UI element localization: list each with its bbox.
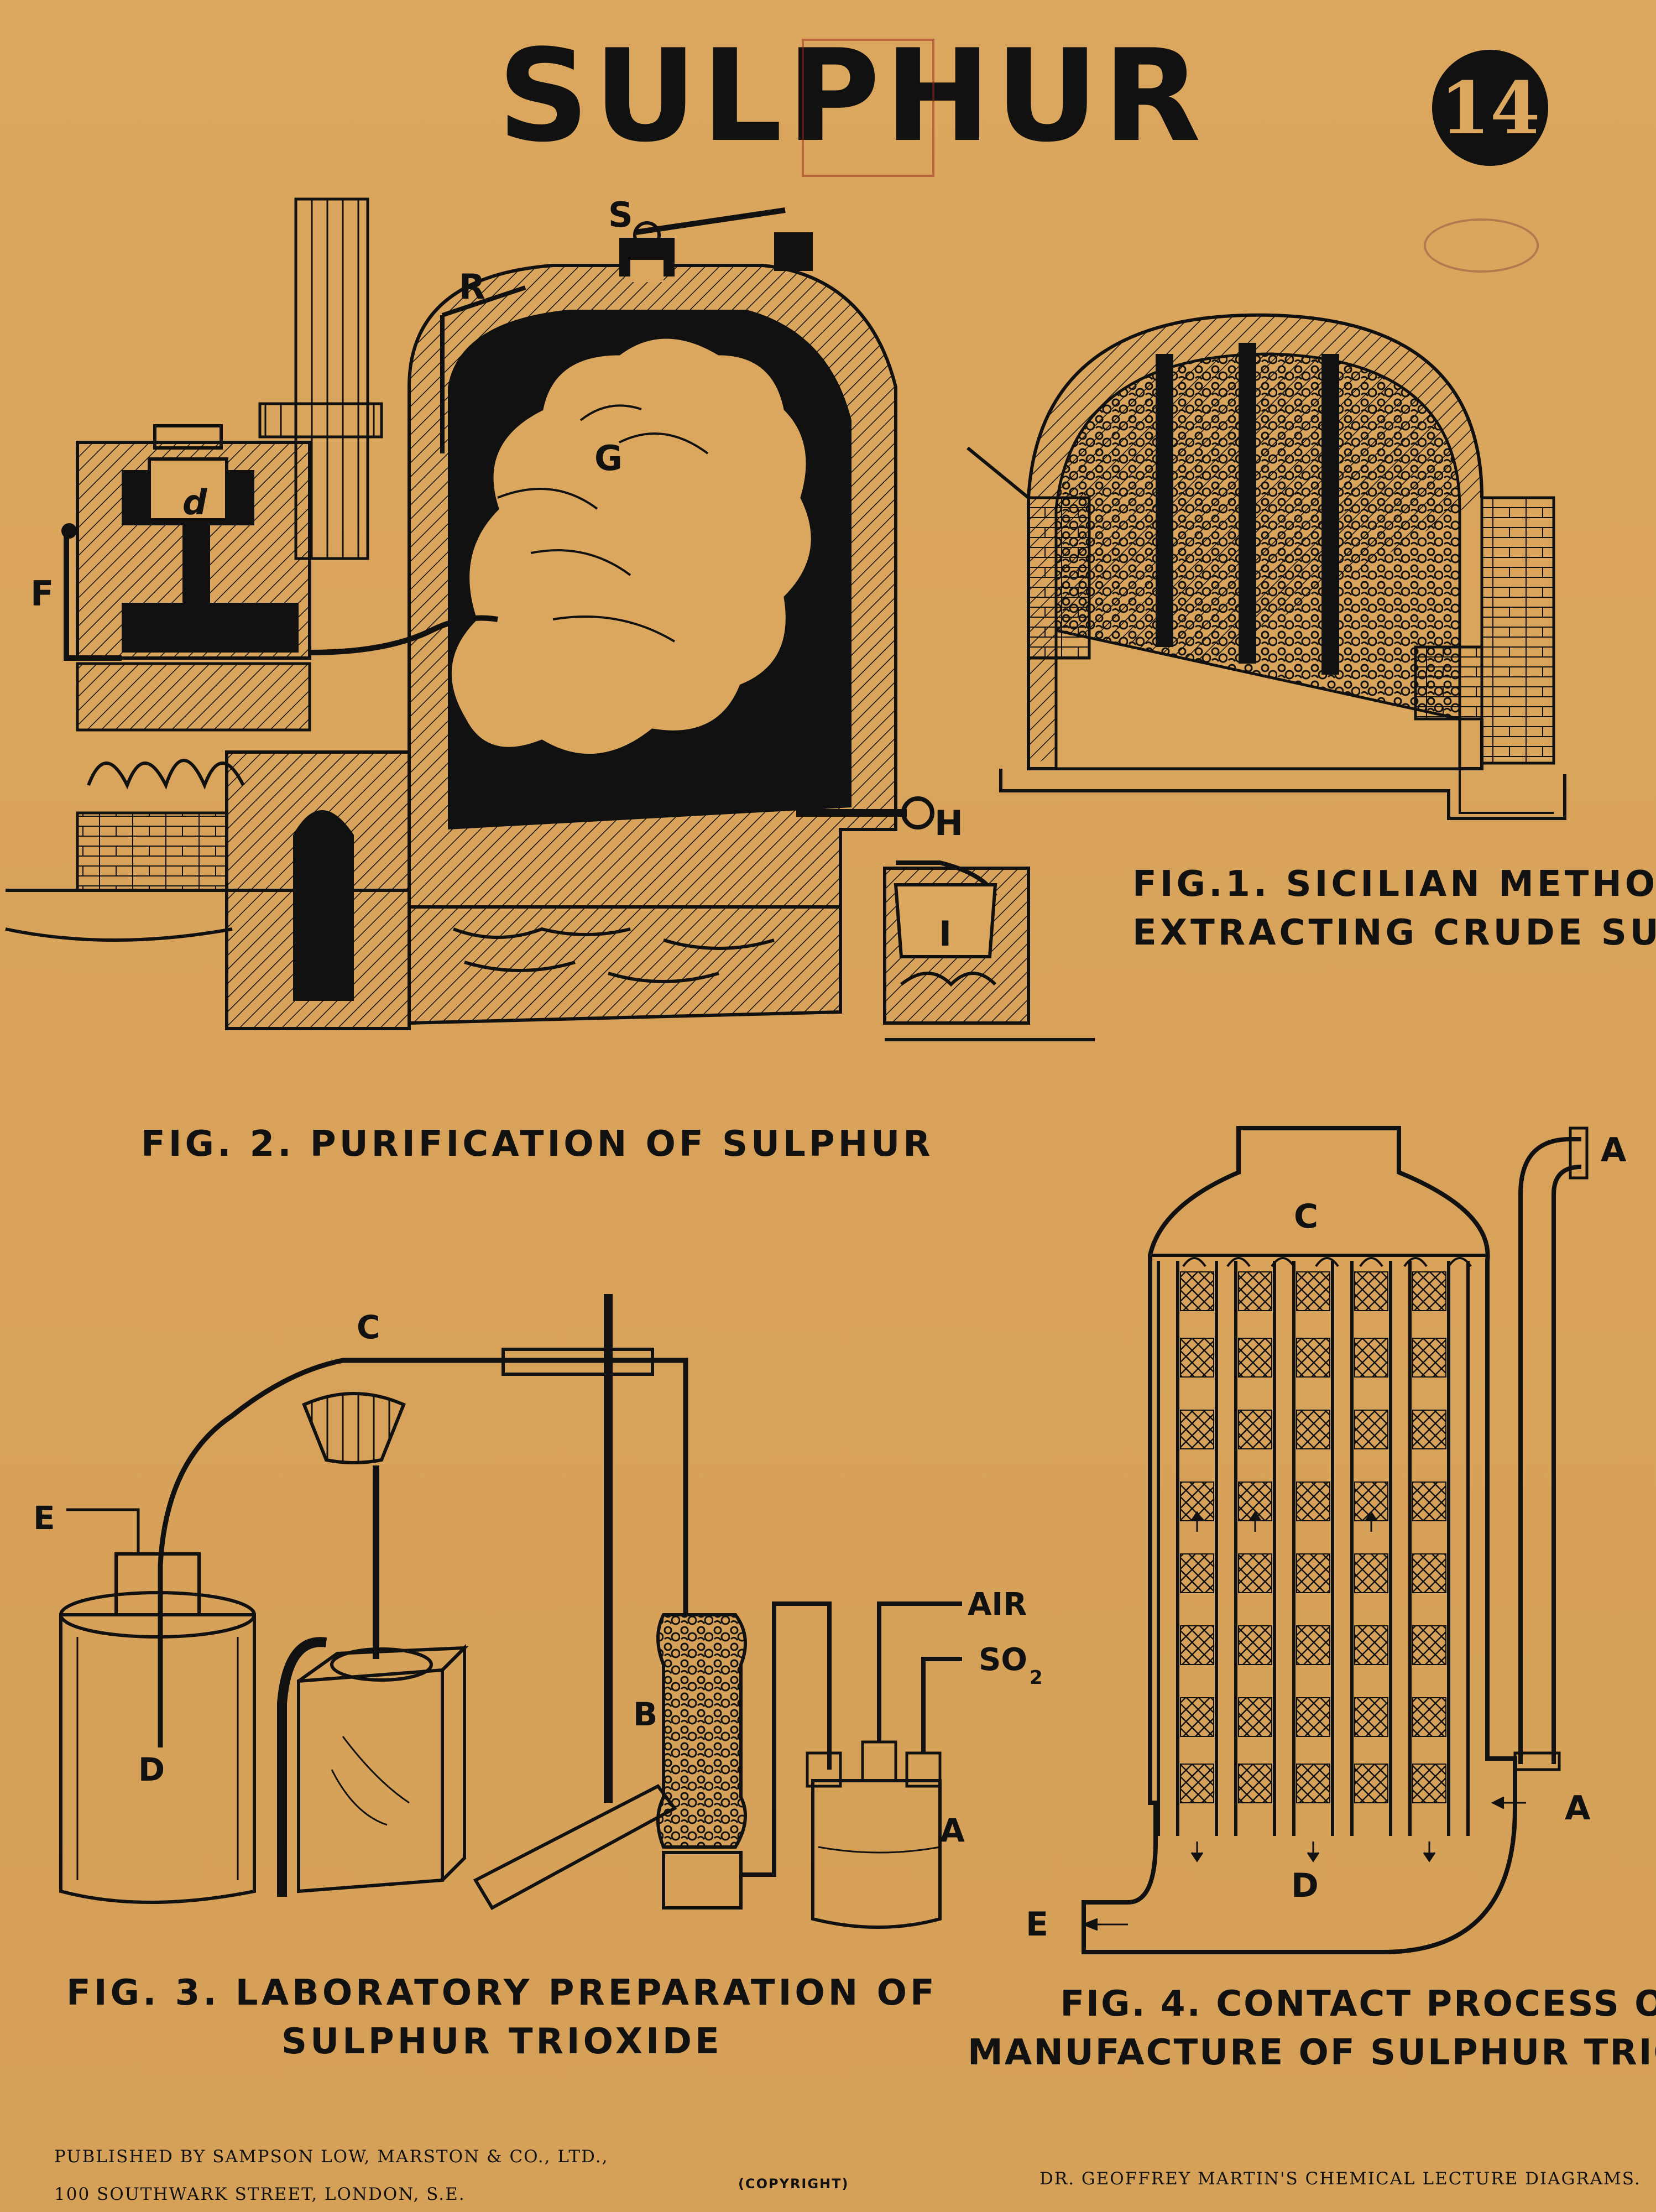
fig3-laboratory-apparatus: C E D B A AIR SO 2 <box>33 1294 1043 1929</box>
fig4-contact-process-diagram: C D E A A <box>1026 1126 1627 1954</box>
fig4-label-a-side: A <box>1565 1789 1591 1828</box>
fig4-caption-line2: MANUFACTURE OF SULPHUR TRIOXIDE <box>968 2032 1656 2073</box>
publisher-line1: PUBLISHED BY SAMPSON LOW, MARSTON & CO.,… <box>54 2147 609 2167</box>
fig4-caption-line1: FIG. 4. CONTACT PROCESS OF <box>1060 1984 1656 2025</box>
fig1-sicilian-kiln-diagram <box>967 313 1566 820</box>
fig2-label-f: F <box>30 573 54 614</box>
fig2-label-r: R <box>459 267 485 307</box>
library-stamp <box>802 39 934 177</box>
fig3-label-a: A <box>940 1812 965 1849</box>
fig3-label-so2: SO <box>979 1642 1027 1678</box>
fig4-label-c: C <box>1294 1197 1318 1236</box>
publisher-line2: 100 SOUTHWARK STREET, LONDON, S.E. <box>54 2184 466 2204</box>
fig4-label-a-top: A <box>1601 1131 1627 1170</box>
fig3-caption: FIG. 3. LABORATORY PREPARATION OF SULPHU… <box>66 1969 938 2066</box>
fig2-label-h: H <box>934 803 963 843</box>
fig3-caption-line2: SULPHUR TRIOXIDE <box>281 2021 723 2062</box>
fig2-label-b: B <box>199 618 225 658</box>
plate-number-badge: 14 <box>1432 50 1548 166</box>
fig2-label-c: C <box>185 551 211 592</box>
fig2-purification-diagram: S R G d C B F H I <box>5 195 1095 1041</box>
fig3-label-b: B <box>633 1695 657 1733</box>
fig3-caption-line1: FIG. 3. LABORATORY PREPARATION OF <box>66 1973 938 2013</box>
fig4-caption: FIG. 4. CONTACT PROCESS OF MANUFACTURE O… <box>968 1980 1656 2077</box>
fig3-label-so2-subscript: 2 <box>1030 1667 1043 1689</box>
fig3-label-d: D <box>138 1751 165 1788</box>
fig2-label-s: S <box>608 195 633 235</box>
fig4-label-d: D <box>1291 1866 1319 1905</box>
fig1-caption-line2: EXTRACTING CRUDE SULPHUR <box>1132 912 1656 953</box>
fig3-label-c: C <box>357 1308 380 1346</box>
fig2-caption: FIG. 2. PURIFICATION OF SULPHUR <box>141 1124 934 1165</box>
fig3-label-e: E <box>33 1499 55 1537</box>
fig4-label-e: E <box>1026 1905 1048 1944</box>
fig1-caption-line1: FIG.1. SICILIAN METHOD OF <box>1132 864 1656 905</box>
series-title: DR. GEOFFREY MARTIN'S CHEMICAL LECTURE D… <box>1039 2169 1641 2189</box>
fig2-label-d: d <box>182 482 207 523</box>
oval-stamp <box>1424 218 1539 273</box>
fig2-label-i: I <box>939 914 952 954</box>
fig1-caption: FIG.1. SICILIAN METHOD OF EXTRACTING CRU… <box>1132 860 1656 957</box>
copyright-notice: (COPYRIGHT) <box>738 2176 849 2192</box>
fig3-label-air: AIR <box>968 1587 1027 1623</box>
fig2-label-g: G <box>594 438 623 478</box>
page-title: SULPHUR <box>498 23 1205 170</box>
